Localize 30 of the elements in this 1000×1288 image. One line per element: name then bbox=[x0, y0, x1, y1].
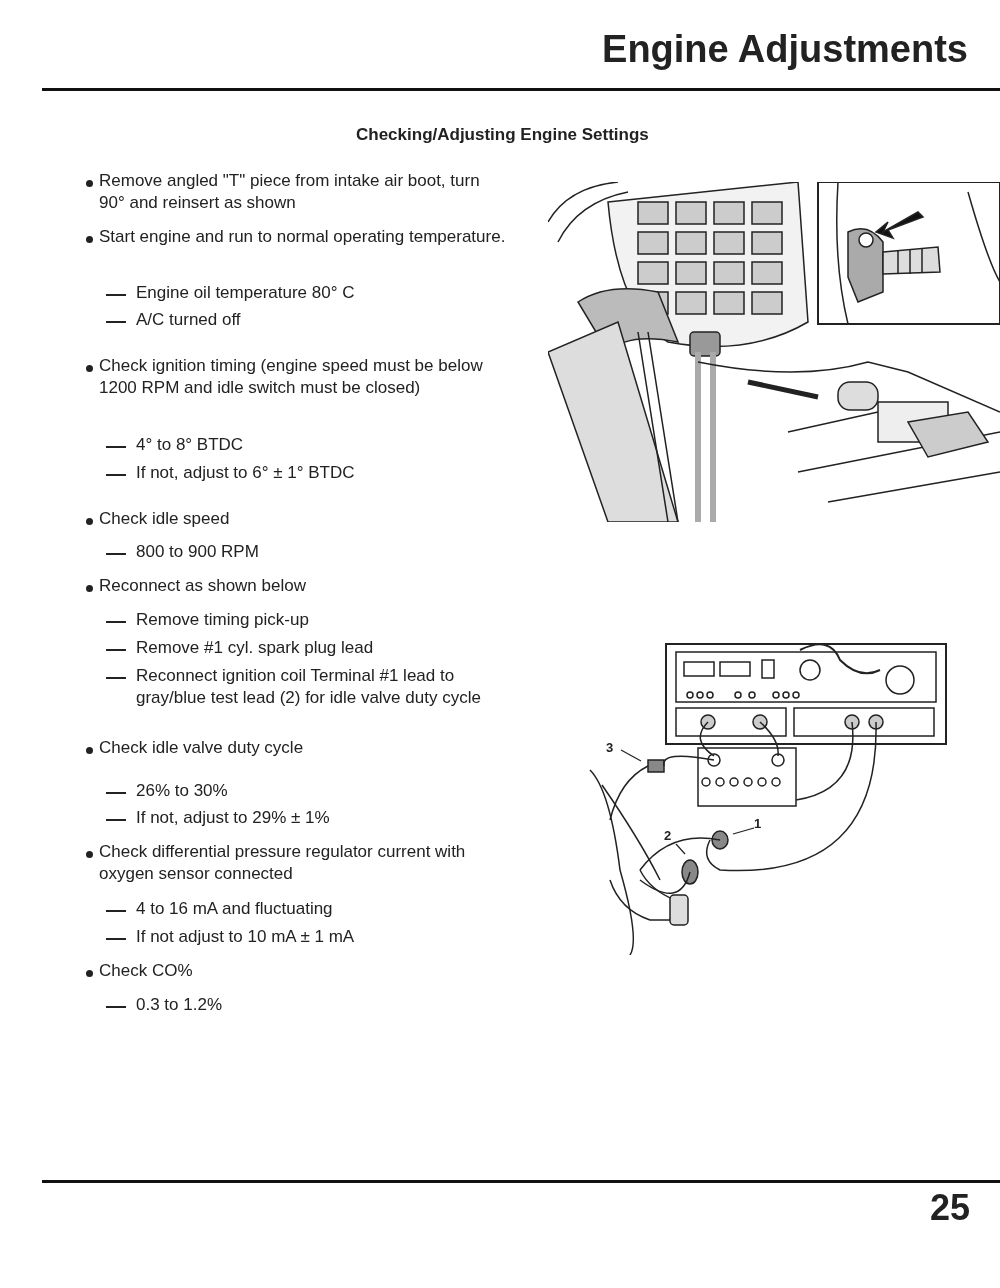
section-heading: Checking/Adjusting Engine Settings bbox=[356, 124, 649, 146]
page-title: Engine Adjustments bbox=[602, 30, 968, 68]
step-text: Check ignition timing (engine speed must be below 1200 RPM and idle switch must be closed) bbox=[99, 355, 484, 399]
leader-line bbox=[620, 749, 642, 762]
step-text: Check idle valve duty cycle bbox=[99, 737, 304, 759]
substep-text: Engine oil temperature 80° C bbox=[136, 282, 355, 304]
substep-text: Remove #1 cyl. spark plug lead bbox=[136, 637, 374, 659]
substep-text: 26% to 30% bbox=[136, 780, 228, 802]
leader-line bbox=[732, 827, 755, 835]
substep-text: If not adjust to 10 mA ± 1 mA bbox=[136, 926, 355, 948]
substep-text: Remove timing pick-up bbox=[136, 609, 309, 631]
substep-text: A/C turned off bbox=[136, 309, 241, 331]
leader-line bbox=[675, 843, 686, 855]
step-text: Remove angled "T" piece from intake air boot, turn 90° and reinsert as shown bbox=[99, 170, 481, 214]
step-text: Check CO% bbox=[99, 960, 193, 982]
substep-text: 4 to 16 mA and fluctuating bbox=[136, 898, 333, 920]
substep-text: 0.3 to 1.2% bbox=[136, 994, 222, 1016]
substep-text: 800 to 900 RPM bbox=[136, 541, 259, 563]
substep-text: If not, adjust to 29% ± 1% bbox=[136, 807, 330, 829]
page-number: 25 bbox=[929, 1190, 970, 1226]
substep-text: Reconnect ignition coil Terminal #1 lead to gray/blue test lead (2) for idle valve duty cycle bbox=[136, 665, 482, 709]
step-text: Start engine and run to normal operating temperature. bbox=[99, 226, 506, 248]
substep-text: 4° to 8° BTDC bbox=[136, 434, 244, 456]
step-text: Check differential pressure regulator current with oxygen sensor connected bbox=[99, 841, 467, 885]
callout-number: 2 bbox=[664, 828, 672, 844]
step-text: Check idle speed bbox=[99, 508, 230, 530]
substep-text: If not, adjust to 6° ± 1° BTDC bbox=[136, 462, 355, 484]
callout-number: 1 bbox=[754, 816, 762, 832]
callout-number: 3 bbox=[606, 740, 614, 756]
step-text: Reconnect as shown below bbox=[99, 575, 306, 597]
